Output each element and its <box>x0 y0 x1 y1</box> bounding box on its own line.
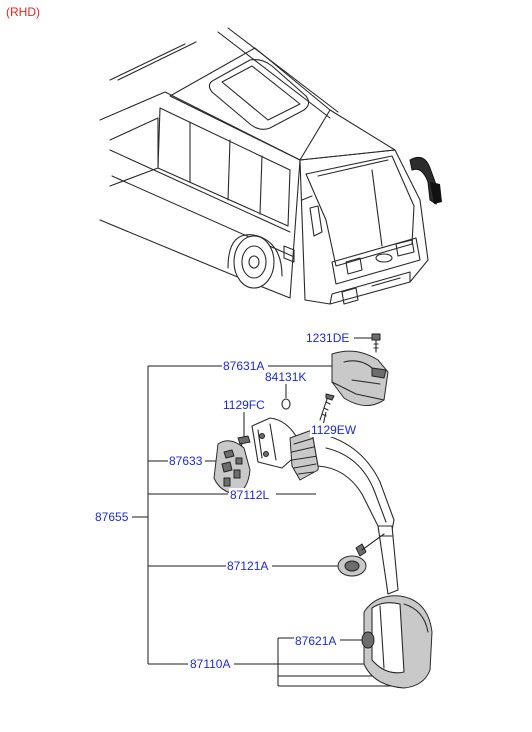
part-label-87112l[interactable]: 87112L <box>229 488 271 502</box>
arm-87112l <box>251 417 399 595</box>
clip-84131k <box>281 398 291 410</box>
mirror-glass-87621a <box>361 631 375 649</box>
region-tag: (RHD) <box>6 5 40 19</box>
part-label-87633[interactable]: 87633 <box>168 454 204 468</box>
part-label-1231de[interactable]: 1231DE <box>305 331 351 345</box>
mirror-head-87110a <box>363 595 433 689</box>
part-label-87655[interactable]: 87655 <box>94 510 130 524</box>
cover-87631a <box>331 350 389 406</box>
mirror-assembly <box>213 333 433 689</box>
part-label-87110a[interactable]: 87110A <box>189 657 232 671</box>
part-label-84131k[interactable]: 84131K <box>264 370 308 384</box>
part-label-87631a[interactable]: 87631A <box>222 359 266 373</box>
screw-1231de <box>371 333 381 353</box>
bolt-1129ew <box>319 393 335 421</box>
part-label-1129fc[interactable]: 1129FC <box>222 398 266 412</box>
gasket-87633 <box>213 440 251 495</box>
bus-illustration <box>99 27 442 305</box>
cap-87121a <box>337 533 385 577</box>
part-label-1129ew[interactable]: 1129EW <box>310 423 358 437</box>
leader-lines <box>132 337 410 687</box>
part-label-87121a[interactable]: 87121A <box>226 559 270 573</box>
part-label-87621a[interactable]: 87621A <box>294 634 338 648</box>
